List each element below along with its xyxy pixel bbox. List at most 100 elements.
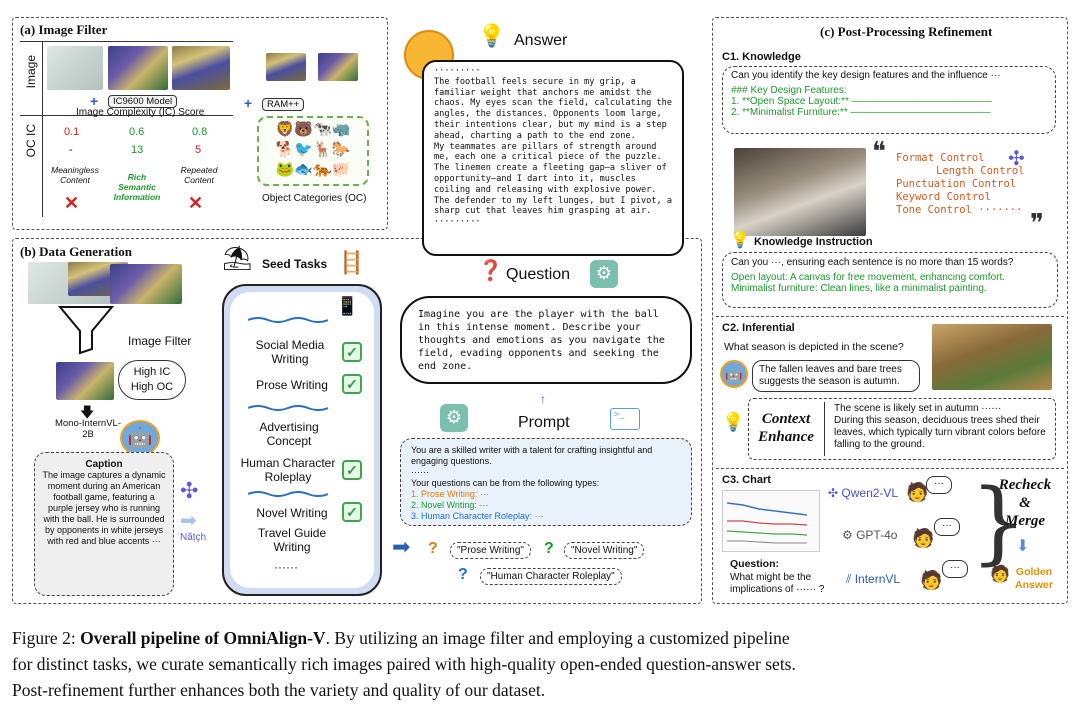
- controls-box: Format Control Length Control Punctuatio…: [896, 152, 1036, 217]
- answer-text: ········· The football feels secure in m…: [434, 66, 672, 228]
- ki-answer: Minimalist furniture: Clean lines, like …: [731, 283, 987, 294]
- ram-label: RAM++: [262, 98, 305, 111]
- image-filter-panel: [12, 17, 388, 230]
- high-oc: High OC: [130, 381, 174, 393]
- question-title: Question: [506, 266, 571, 283]
- gpt-label: GPT-4o: [856, 528, 898, 542]
- lightbulb-icon: 💡: [730, 232, 750, 249]
- seed-task-item[interactable]: Novel Writing: [256, 506, 328, 520]
- lion-icon: 🦁: [275, 121, 295, 138]
- seed-task-item[interactable]: Social Media Writing: [255, 338, 325, 366]
- question-mark-icon: ?: [458, 566, 468, 583]
- openai-icon: ⚙: [590, 260, 618, 288]
- model-label: Mono-InternVL-2B: [54, 418, 121, 440]
- ic-model-label: IC9600 Model: [108, 95, 178, 108]
- arrow-right-icon: ➡: [180, 510, 197, 532]
- chart-question: What might be the implications of ······…: [730, 572, 825, 595]
- seed-task-item[interactable]: Travel Guide Writing: [257, 526, 327, 554]
- ki-question: Can you ···, ensuring each sentence is n…: [731, 257, 1014, 268]
- quote-open-icon: ❝: [872, 136, 886, 166]
- person-icon: 🧑: [920, 570, 943, 590]
- oc-value: -: [69, 144, 73, 156]
- seed-tasks-board: [222, 284, 382, 596]
- inferential-question: What season is depicted in the scene?: [724, 341, 904, 353]
- check-icon: ✓: [342, 374, 362, 394]
- seed-task-item[interactable]: Prose Writing: [256, 378, 328, 392]
- room-image: [734, 148, 866, 236]
- control-item: Punctuation Control: [896, 178, 1017, 190]
- caption-title: Caption: [85, 459, 123, 470]
- question-text: Imagine you are the player with the ball…: [418, 309, 665, 372]
- tag-prose: "Prose Writing": [450, 542, 531, 559]
- logo-icon: ✣: [180, 478, 199, 503]
- row-label-image: Image: [24, 55, 38, 89]
- gen-image-3: [110, 264, 182, 304]
- context-label: Context Enhance: [758, 411, 814, 445]
- logo-icon: ✣: [1008, 148, 1025, 170]
- openai-icon: ⚙: [440, 404, 468, 432]
- seed-task-item[interactable]: Human Character Roleplay: [240, 456, 336, 484]
- prompt-item: 2. Novel Writing: ···: [411, 500, 489, 510]
- divider: [716, 468, 1064, 469]
- prompt-title: Prompt: [518, 414, 570, 431]
- funnel-icon: [57, 306, 115, 355]
- label-repeated: Repeated Content: [180, 165, 218, 185]
- divider: [716, 316, 1064, 317]
- caption-prefix: Figure 2:: [12, 628, 81, 648]
- image-meaningless: [47, 46, 103, 90]
- wave-divider: [248, 491, 328, 497]
- control-item: Format Control: [896, 152, 985, 164]
- arrow-right-icon: ➡: [392, 534, 411, 559]
- arrow-up-icon: ↑: [540, 392, 546, 406]
- qwen-label: Qwen2-VL: [841, 486, 899, 500]
- recheck-label: Recheck & Merge: [990, 476, 1060, 530]
- prompt-item: 3. Human Character Roleplay: ···: [411, 511, 544, 521]
- brace-icon: }: [970, 470, 1028, 575]
- oc-value: 5: [195, 144, 202, 156]
- internvl-logo: ⫽ InternVL: [846, 572, 901, 586]
- seed-task-item[interactable]: Advertising Concept: [259, 420, 319, 448]
- speech-bubble-icon: ···: [942, 560, 968, 578]
- control-item: Keyword Control: [896, 191, 991, 203]
- figure-caption-line3: Post-refinement further enhances both th…: [12, 680, 546, 700]
- inferential-answer-text: The fallen leaves and bare trees suggest…: [759, 364, 902, 387]
- context-divider: [824, 402, 825, 456]
- prompt-line: Your questions can be from the following…: [411, 478, 600, 488]
- filtered-image: [56, 362, 114, 400]
- internvl-label: InternVL: [854, 572, 901, 586]
- tiger-icon: 🐅: [313, 161, 332, 178]
- ic-score: 0.8: [192, 126, 208, 138]
- question-bubble: Imagine you are the player with the ball…: [400, 296, 692, 384]
- label-meaningless: Meaningless Content: [51, 165, 99, 185]
- ic-score: 0.1: [64, 126, 80, 138]
- data-generation-title: (b) Data Generation: [20, 244, 132, 259]
- section-c1: C1. Knowledge: [722, 51, 801, 63]
- figure-caption-line2: for distinct tasks, we curate semantical…: [12, 654, 796, 674]
- person-icon: 🧑: [912, 528, 935, 548]
- quote-close-icon: ❞: [1030, 208, 1044, 238]
- oc-value: 13: [131, 144, 144, 156]
- ki-box: Can you ···, ensuring each sentence is n…: [722, 252, 1058, 308]
- knowledge-box: Can you identify the key design features…: [722, 66, 1056, 134]
- answer-bubble: ········· The football feels secure in m…: [422, 60, 684, 256]
- prompt-line: ······: [411, 467, 429, 477]
- question-icon: ❓: [478, 260, 503, 282]
- golden-answer-text: Answer: [1015, 579, 1053, 591]
- speech-bubble-icon: ···: [934, 518, 960, 536]
- nav-label: Năṭçh: [180, 532, 207, 543]
- umbrella-icon: ⛱: [222, 245, 253, 272]
- wave-divider: [248, 317, 328, 323]
- dog-icon: 🐕: [275, 141, 295, 158]
- row-label-ocic: OC IC: [24, 124, 38, 158]
- check-icon: ✓: [342, 342, 362, 362]
- caption-box: Caption The image captures a dynamic mom…: [34, 452, 174, 596]
- tag-roleplay: "Human Character Roleplay": [480, 568, 622, 585]
- merge-text: Merge: [1005, 513, 1045, 529]
- ic-score-label: Image Complexity (IC) Score: [76, 107, 205, 118]
- prompt-item: 1. Prose Writing: ···: [411, 489, 489, 499]
- lightbulb-icon: 💡: [722, 412, 745, 432]
- post-processing-panel: [712, 17, 1068, 604]
- figure-caption-line1: Figure 2: Overall pipeline of OmniAlign-…: [12, 628, 790, 649]
- gpt-logo: ⚙ GPT-4o: [842, 528, 898, 542]
- knowledge-heading: ### Key Design Features:: [731, 85, 847, 96]
